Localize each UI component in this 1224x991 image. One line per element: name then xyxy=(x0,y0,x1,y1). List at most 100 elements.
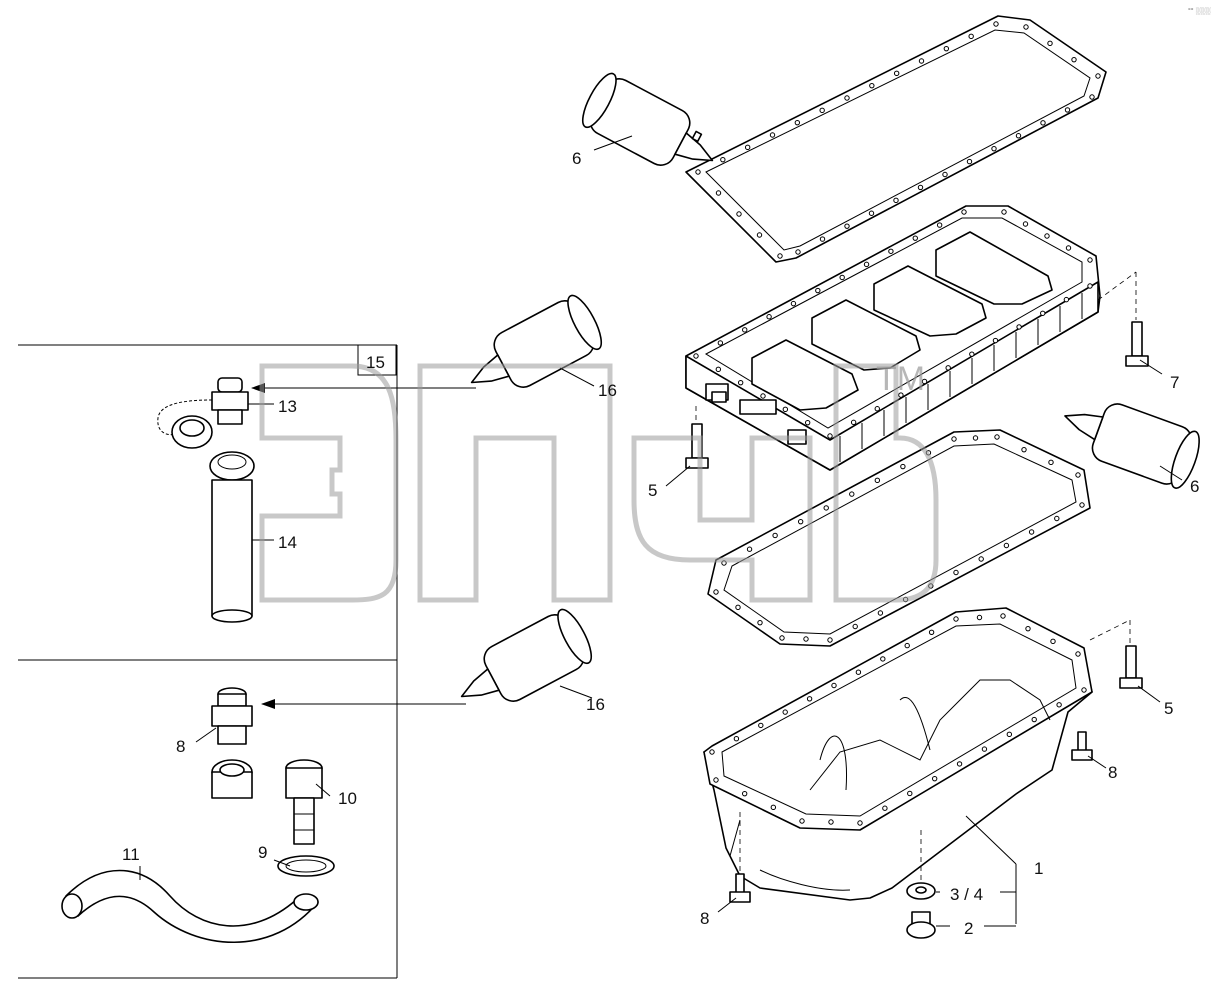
callout-9: 9 xyxy=(258,843,267,862)
bolt-hole xyxy=(1087,257,1093,263)
watermark: TM xyxy=(259,360,939,603)
callout-8-right: 8 xyxy=(1108,763,1117,782)
bolt-hole xyxy=(827,637,833,643)
hose-clamp-9 xyxy=(277,855,335,877)
bolt-hole xyxy=(770,804,777,811)
bolt-hole xyxy=(931,775,938,782)
bolt-hole xyxy=(713,589,719,595)
bolt-hole xyxy=(874,406,880,412)
bolt-hole xyxy=(828,819,834,825)
bolt-hole xyxy=(797,518,804,525)
callout-8-fitting: 8 xyxy=(176,737,185,756)
hose-11 xyxy=(61,869,319,943)
callout-1: 1 xyxy=(1034,859,1043,878)
bolt-hole xyxy=(1056,702,1062,708)
bolt-hole xyxy=(844,95,850,101)
callout-2: 2 xyxy=(964,919,973,938)
bolt-5-right xyxy=(1119,645,1143,689)
bolt-hole xyxy=(827,433,833,439)
bolt-5-mid xyxy=(685,423,709,469)
bolt-hole xyxy=(994,434,1000,440)
bolt-hole xyxy=(799,818,805,824)
bolt-hole xyxy=(733,736,740,742)
bolt-hole xyxy=(1040,310,1046,316)
bolt-hole xyxy=(742,327,748,333)
bolt-hole xyxy=(1028,529,1035,535)
fitting-8 xyxy=(211,687,253,745)
callout-10: 10 xyxy=(338,789,357,808)
bolt-hole xyxy=(966,158,973,165)
bolt-8-bottom xyxy=(729,873,751,903)
bolt-hole xyxy=(806,696,813,702)
bolt-hole xyxy=(898,392,904,398)
bolt-hole xyxy=(1071,56,1077,63)
bolt-hole xyxy=(991,145,997,152)
watermark-tm: TM xyxy=(876,360,925,398)
bolt-hole xyxy=(746,546,753,552)
oil-pan-frame xyxy=(685,205,1101,471)
bolt-hole xyxy=(757,619,763,626)
callout-16-bottom: 16 xyxy=(586,695,605,714)
bolt-hole xyxy=(1089,94,1095,100)
bolt-hole xyxy=(1064,107,1071,113)
bolt-hole xyxy=(1022,221,1029,227)
bolt-hole xyxy=(1023,24,1029,30)
bolt-hole xyxy=(969,351,975,357)
bolt-hole xyxy=(736,211,742,217)
bolt-hole xyxy=(981,746,988,752)
bolt-hole xyxy=(819,236,826,242)
bolt-hole xyxy=(758,722,764,729)
bolt-hole xyxy=(815,287,821,294)
sealant-tube-lower-left xyxy=(460,608,593,702)
bolt-hole xyxy=(868,210,875,216)
bolt-hole xyxy=(795,249,801,255)
bolt-hole xyxy=(1031,716,1037,723)
bolt-hole xyxy=(863,261,870,268)
callout-6-top: 6 xyxy=(572,149,581,168)
bolt-hole xyxy=(945,365,951,371)
assembly-lines xyxy=(695,271,1137,880)
callout-14: 14 xyxy=(278,533,297,552)
bolt-hole xyxy=(1054,515,1060,522)
bolt-hole xyxy=(951,436,957,442)
bolt-hole xyxy=(1000,613,1006,619)
bolt-hole xyxy=(1003,542,1010,549)
bolt-hole xyxy=(779,635,785,641)
callout-6-right: 6 xyxy=(1190,477,1199,496)
bolt-hole xyxy=(717,340,724,346)
bolt-hole xyxy=(713,777,719,783)
bolt-hole xyxy=(839,274,845,281)
bolt-hole xyxy=(850,419,857,426)
leader-lines xyxy=(139,135,1183,927)
corner-mark: °° ░░░ xyxy=(1188,7,1210,15)
bolt-hole xyxy=(1075,472,1081,478)
bolt-hole xyxy=(978,556,984,562)
sealant-tube-upper-left xyxy=(470,294,603,388)
bolt-hole xyxy=(893,197,899,204)
bolt-hole xyxy=(961,209,967,215)
bolt-hole xyxy=(849,491,855,497)
bolt-hole xyxy=(993,21,999,27)
lower-gasket xyxy=(707,429,1091,647)
bolt-hole xyxy=(855,669,862,675)
bolt-hole xyxy=(695,169,701,175)
bolt-hole xyxy=(928,629,935,635)
bolt-hole xyxy=(1040,120,1046,126)
bolt-hole xyxy=(741,790,748,797)
bolt-hole xyxy=(1065,245,1072,251)
bolt-hole xyxy=(907,790,913,797)
top-gasket-plate xyxy=(685,15,1107,263)
bolt-hole xyxy=(790,300,797,307)
bolt-hole xyxy=(803,636,809,642)
bolt-hole xyxy=(888,248,894,254)
bolt-hole xyxy=(953,616,959,622)
bolt-hole xyxy=(1047,40,1053,47)
bolt-hole xyxy=(852,623,858,630)
callout-13: 13 xyxy=(278,397,297,416)
sealant-tube-right xyxy=(1064,403,1200,489)
bolt-hole xyxy=(715,366,722,373)
bolt-hole xyxy=(936,222,943,228)
bolt-hole xyxy=(844,223,850,229)
bolt-hole xyxy=(869,82,875,89)
